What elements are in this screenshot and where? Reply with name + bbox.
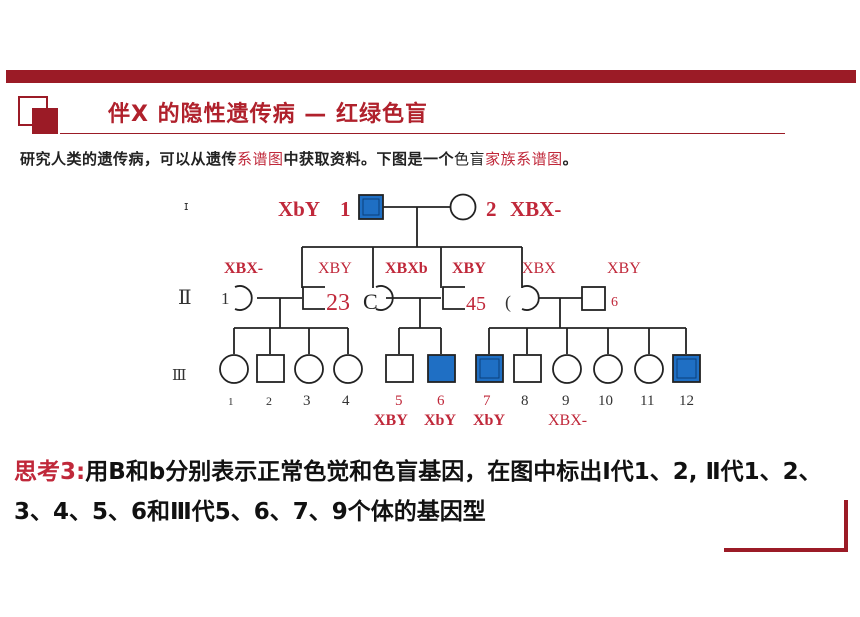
gen3-genotype-6: XbY [424,412,456,429]
gen2-individual-6-male [581,286,606,311]
gen3-number-3: 3 [303,393,311,409]
pedigree-diagram: ɪ XbY 1 2 XBX- XBX- XBY XBXb XBY XBX XBY… [172,193,701,429]
gen3-individual-1-female [219,354,249,384]
intro-highlight-family: 家族系谱图 [485,150,563,168]
gen2-label: Ⅱ [178,287,192,309]
logo-square-filled [32,108,58,134]
gen2-genotype-1: XBX- [224,260,263,277]
gen2-individual-2-partial-male [302,286,325,310]
gen3-individual-12-inner-shading [676,358,697,379]
gen3-individual-9-female [552,354,582,384]
gen1-father-inner-shading [362,198,380,216]
gen1-father-genotype: XbY [278,197,320,221]
pedigree-lines [233,206,687,354]
gen3-label: Ⅲ [172,368,186,384]
header-band [6,70,856,83]
gen2-genotype-4: XBY [452,260,486,277]
question-frame-bottom [724,548,846,552]
gen3-individual-3-female [294,354,324,384]
gen3-individual-2-male [256,354,285,383]
gen2-genotype-6: XBY [607,260,641,277]
gen2-number-1: 1 [221,289,230,308]
title-divider [60,133,785,134]
gen3-genotype-7: XbY [473,412,505,429]
gen3-genotype-9: XBX- [548,412,587,429]
gen3-individual-5-male [385,354,414,383]
question-text: 用B和b分别表示正常色觉和色盲基因，在图中标出I代1、2, Ⅱ代1、2、3、4、… [14,459,822,525]
gen3-number-5: 5 [395,393,403,409]
gen3-individual-6-affected-male [427,354,456,383]
question-block: 思考3:用B和b分别表示正常色觉和色盲基因，在图中标出I代1、2, Ⅱ代1、2、… [14,452,844,532]
gen1-mother-genotype: XBX- [510,197,561,221]
gen1-mother-number: 2 [486,197,497,221]
gen2-individual-4-partial-male [442,286,465,310]
intro-part2: 中获取资料。下图是一个 [283,150,455,168]
gen3-number-7: 7 [483,393,491,409]
intro-highlight-pedigree: 系谱图 [237,150,284,168]
gen3-individual-4-female [333,354,363,384]
gen3-individual-11-female [634,354,664,384]
gen1-father-number: 1 [340,197,351,221]
gen3-number-8: 8 [521,393,529,409]
gen1-marker: ɪ [184,199,188,213]
intro-part1: 研究人类的遗传病，可以从遗传 [20,150,238,168]
intro-colorblind: 色盲 [454,150,486,168]
intro-part3: 。 [562,150,579,168]
gen2-number-45: 45 [466,293,486,315]
gen3-number-1: 1 [228,396,234,408]
gen3-number-10: 10 [598,393,613,409]
gen2-genotype-2: XBY [318,260,352,277]
gen2-genotype-3: XBXb [385,260,428,277]
gen2-number-6: 6 [611,295,618,310]
gen3-individual-7-inner-shading [479,358,500,379]
gen2-individual-3-partial-female [375,285,394,311]
gen3-number-6: 6 [437,393,445,409]
gen3-number-row: 1 2 3 4 5 6 7 8 9 10 11 12 [228,393,694,409]
gen3-genotype-5: XBY [374,412,408,429]
gen2-number-23: 23 [326,290,350,316]
gen2-letter-c: C [363,289,378,314]
gen1-mother-female [449,193,477,221]
gen2-paren: ( [505,292,511,313]
gen3-number-9: 9 [562,393,570,409]
gen3-number-12: 12 [679,393,694,409]
question-label: 思考3: [14,459,86,485]
intro-text: 研究人类的遗传病，可以从遗传系谱图中获取资料。下图是一个色盲家族系谱图。 [20,148,578,169]
gen3-genotype-row: XBY XbY XbY XBX- [374,412,587,429]
question-frame-right [844,500,848,552]
page-title: 伴X 的隐性遗传病 — 红绿色盲 [108,102,428,127]
gen2-individual-5-partial-female [521,285,540,311]
gen3-number-4: 4 [342,393,350,409]
gen3-individual-8-male [513,354,542,383]
gen3-individual-10-female [593,354,623,384]
gen3-number-11: 11 [640,393,654,409]
gen2-genotype-5: XBX [522,260,556,277]
gen3-number-2: 2 [266,394,272,408]
gen2-individual-1-partial-female [234,285,253,311]
